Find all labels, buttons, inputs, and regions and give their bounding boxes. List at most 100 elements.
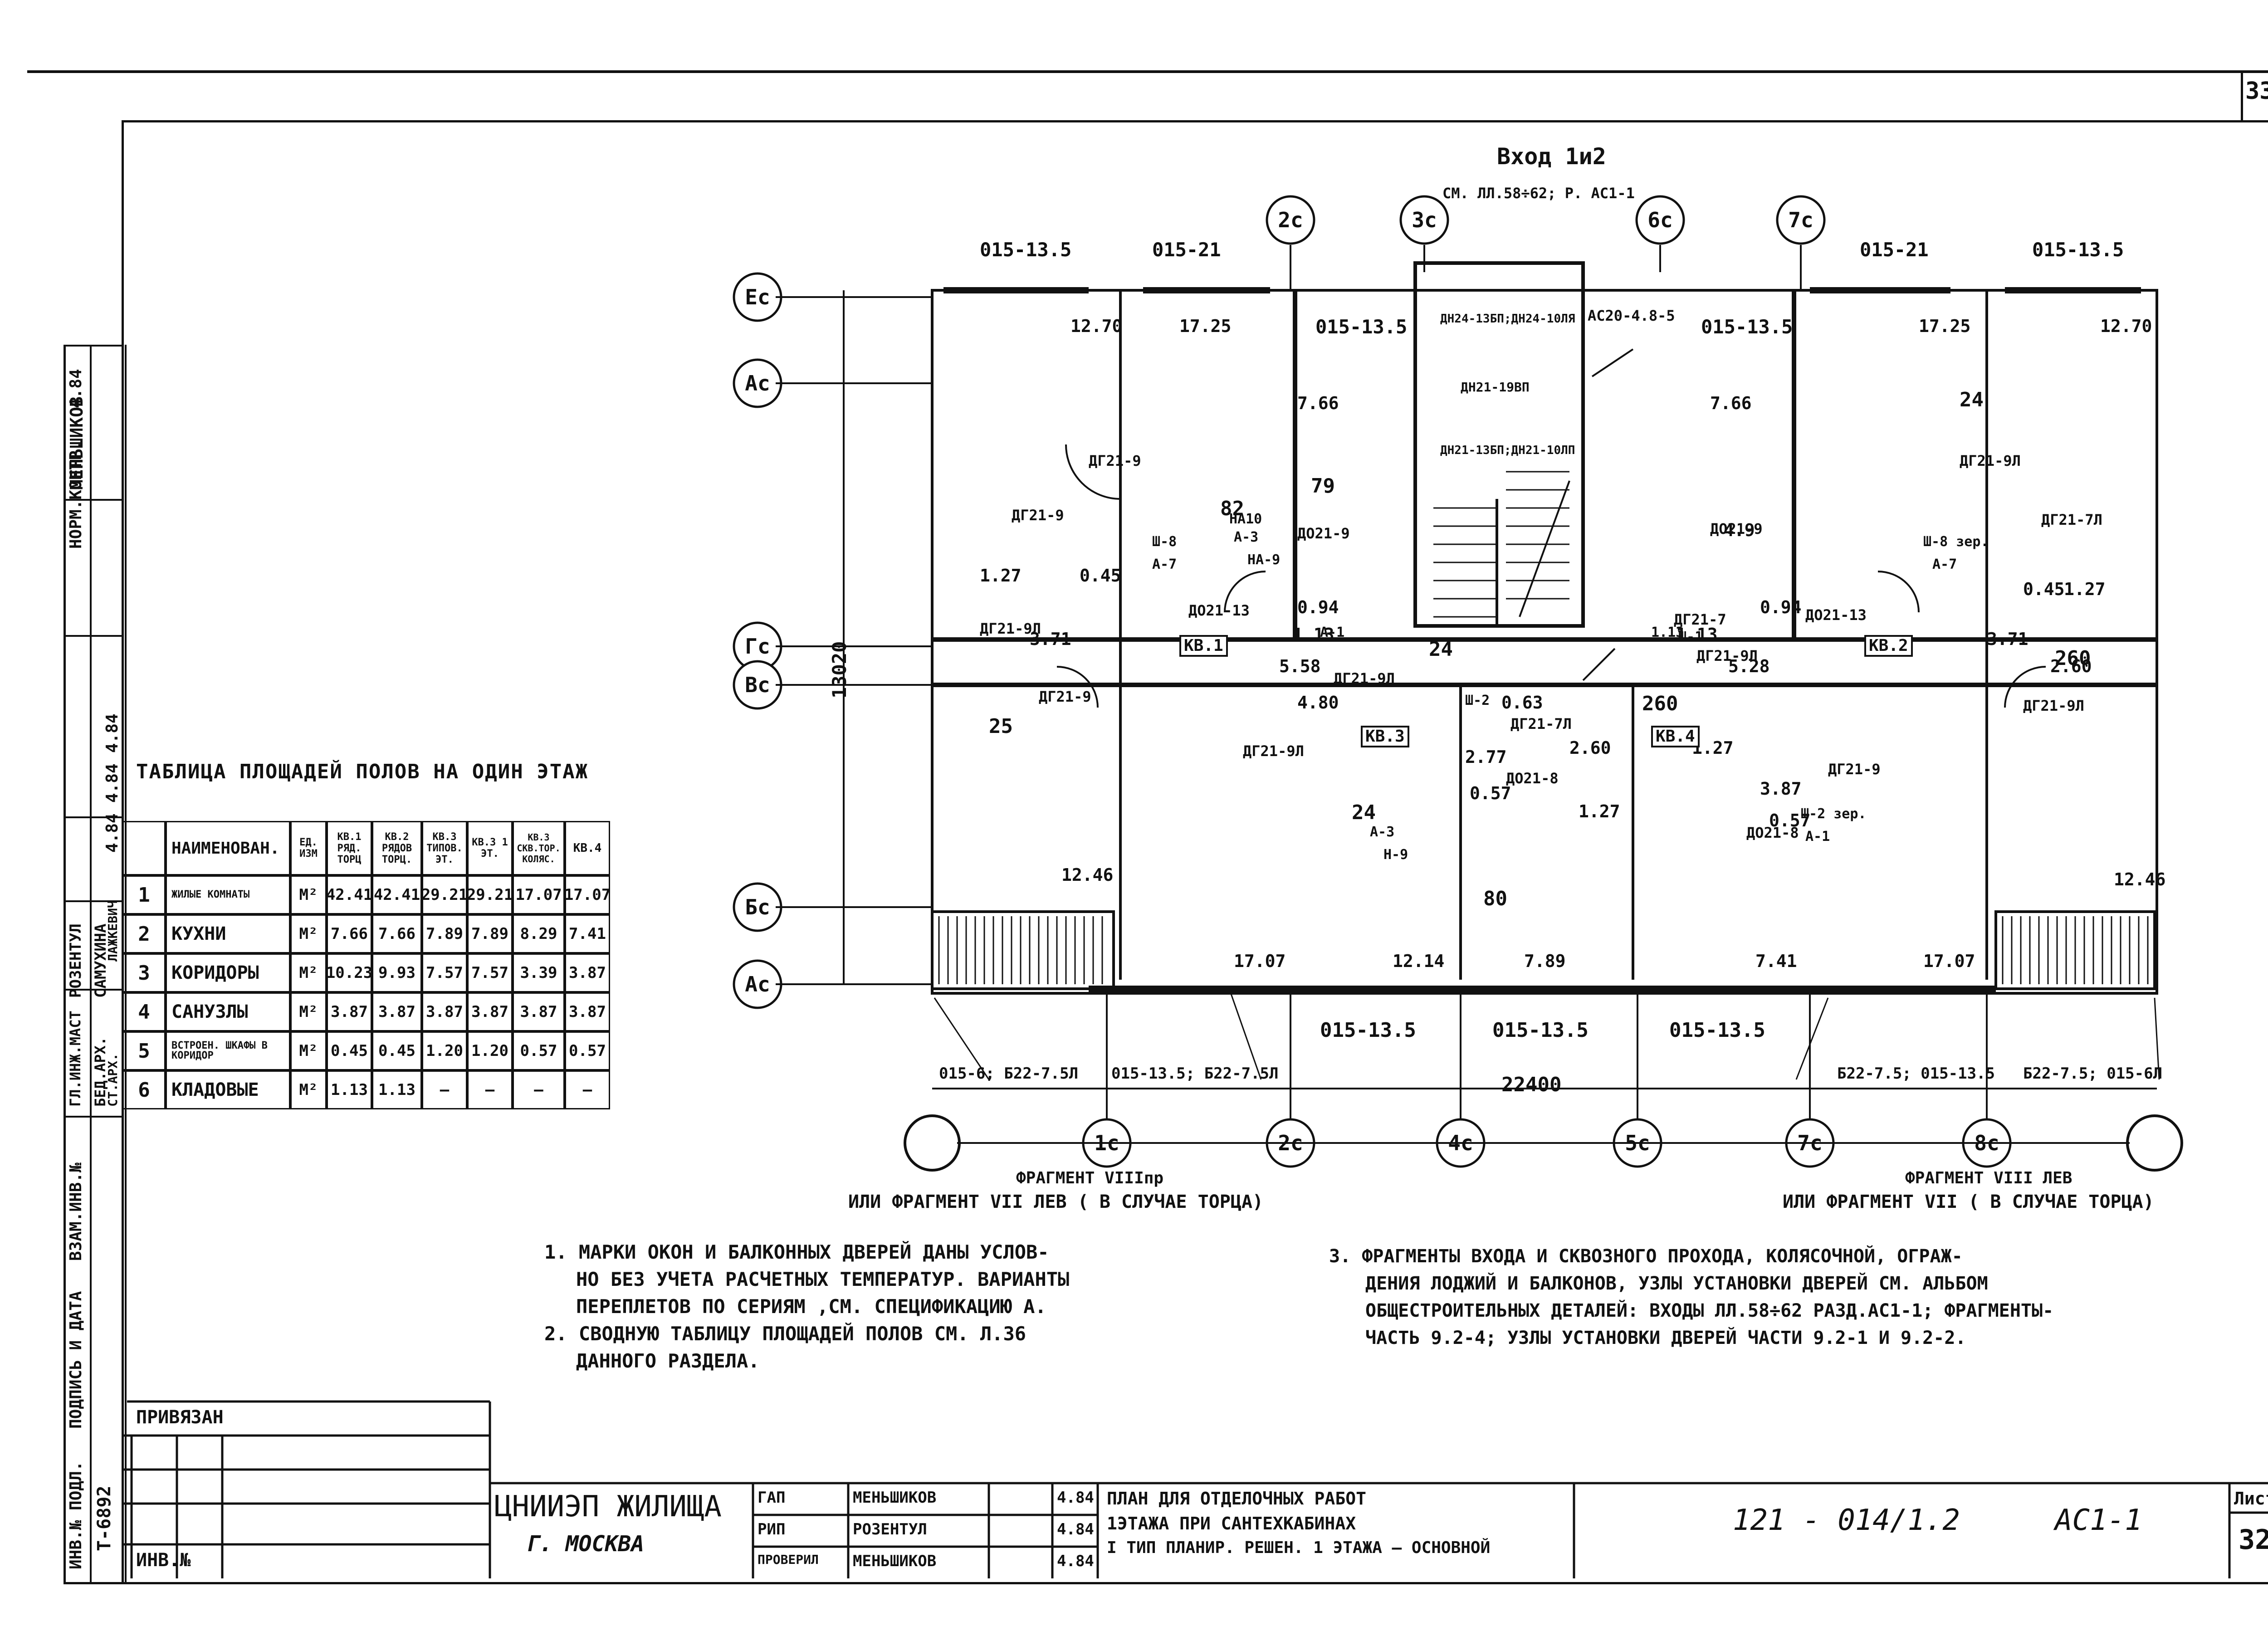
table-cell: М² bbox=[290, 992, 327, 1031]
org-name: ЦНИИЭП ЖИЛИЩА bbox=[494, 1490, 722, 1524]
table-cell: М² bbox=[290, 953, 327, 992]
room-area: 5.28 bbox=[1728, 656, 1770, 676]
room-area: 17.07 bbox=[1234, 951, 1286, 971]
table-cell: 1.13 bbox=[372, 1070, 422, 1109]
org-city: Г. МОСКВА bbox=[526, 1531, 645, 1557]
axis-bubble-label: 2с bbox=[1278, 208, 1303, 232]
door-mark: ДО21-8 bbox=[1746, 824, 1799, 841]
stair-door-2: ДН21-19ВП bbox=[1461, 380, 1530, 395]
small-mark: Ш-8 зер. bbox=[1923, 534, 1989, 550]
table-cell: 0.45 bbox=[327, 1031, 372, 1070]
axis-bubble bbox=[1266, 195, 1315, 245]
room-area: 0.94 bbox=[1760, 597, 1802, 617]
room-number: 25 bbox=[989, 715, 1013, 738]
th-num bbox=[122, 821, 166, 875]
room-area: 7.66 bbox=[1710, 393, 1752, 413]
page-number-box bbox=[2241, 73, 2268, 120]
door-mark: ДГ21-9 bbox=[1039, 688, 1091, 705]
room-area: 12.70 bbox=[1070, 316, 1123, 336]
small-mark: А-1 bbox=[1320, 625, 1345, 640]
dim-vertical: 13020 bbox=[828, 641, 850, 698]
small-mark: А-7 bbox=[1932, 557, 1957, 572]
th-unit: ЕД. ИЗМ bbox=[290, 821, 327, 875]
side-stamp-cols bbox=[64, 345, 122, 1118]
room-area: 3.87 bbox=[1760, 779, 1802, 799]
dim-horizontal: 22400 bbox=[1501, 1073, 1562, 1096]
small-mark: Ш-2 bbox=[1465, 693, 1490, 708]
small-mark: 1.13 bbox=[1651, 625, 1684, 640]
room-area: 1.13 bbox=[1293, 625, 1334, 645]
axis-corner-left bbox=[904, 1114, 961, 1172]
role-gap: ГАП bbox=[758, 1489, 786, 1507]
door-mark: ДГ21-9Л bbox=[1960, 452, 2021, 469]
table-cell: М² bbox=[290, 1031, 327, 1070]
axis-corner-right bbox=[2126, 1114, 2183, 1172]
table-cell: 2 bbox=[122, 914, 166, 953]
th-kv3b: КВ.3 1 ЭТ. bbox=[467, 821, 513, 875]
axis-bubble-label: Гс bbox=[745, 634, 770, 659]
table-cell: 42.41 bbox=[327, 875, 372, 914]
axis-bubble-label: Ес bbox=[745, 285, 770, 309]
note-1c: ПЕРЕПЛЕТОВ ПО СЕРИЯМ ,СМ. СПЕЦИФИКАЦИЮ А… bbox=[576, 1295, 1046, 1318]
door-mark: ДГ21-9Л bbox=[1334, 670, 1395, 687]
balcony-mark-4: Б22-7.5; 015-6Л bbox=[2023, 1065, 2163, 1083]
axis-bubble bbox=[1399, 195, 1449, 245]
table-cell: 10.23 bbox=[327, 953, 372, 992]
room-number: 24 bbox=[1352, 801, 1376, 824]
room-area: 2.60 bbox=[2050, 656, 2092, 676]
small-mark: НА-9 bbox=[1247, 552, 1281, 568]
room-area: 0.94 bbox=[1297, 597, 1339, 617]
room-area: 1.27 bbox=[1579, 801, 1620, 821]
small-mark: Ш-2 зер. bbox=[1801, 806, 1867, 822]
note-3c: ОБЩЕСТРОИТЕЛЬНЫХ ДЕТАЛЕЙ: ВХОДЫ ЛЛ.58÷62… bbox=[1365, 1300, 2054, 1321]
table-cell: 0.45 bbox=[372, 1031, 422, 1070]
table-cell: 1 bbox=[122, 875, 166, 914]
table-cell: 3.87 bbox=[372, 992, 422, 1031]
sheet-number: 32 bbox=[2239, 1524, 2268, 1556]
table-cell: М² bbox=[290, 914, 327, 953]
th-kv3a: КВ.3 ТИПОВ. ЭТ. bbox=[422, 821, 467, 875]
window-mark-bottom-1: 015-13.5 bbox=[1320, 1019, 1416, 1042]
door-mark: ДГ21-9Л bbox=[2023, 697, 2084, 714]
room-number: 79 bbox=[1311, 474, 1335, 498]
room-area: 0.45 bbox=[2023, 579, 2065, 599]
stair-door-3: ДН21-13БП;ДН21-10ЛП bbox=[1440, 444, 1575, 457]
table-cell: 17.07 bbox=[513, 875, 565, 914]
window-mark-top-1: 015-13.5 bbox=[980, 239, 1072, 261]
axis-bubble-label: Ас bbox=[745, 972, 770, 996]
table-cell: 1.13 bbox=[327, 1070, 372, 1109]
fragment-right-2: ИЛИ ФРАГМЕНТ VII ( В СЛУЧАЕ ТОРЦА) bbox=[1783, 1192, 2154, 1212]
axis-bubble bbox=[1635, 195, 1685, 245]
table-cell: 7.41 bbox=[565, 914, 610, 953]
door-mark: ДГ21-9 bbox=[1012, 507, 1064, 524]
room-area: 5.58 bbox=[1279, 656, 1321, 676]
area-table-title: ТАБЛИЦА ПЛОЩАДЕЙ ПОЛОВ НА ОДИН ЭТАЖ bbox=[136, 760, 589, 783]
table-cell: 7.66 bbox=[372, 914, 422, 953]
th-kv4: КВ.4 bbox=[565, 821, 610, 875]
table-cell: 3.39 bbox=[513, 953, 565, 992]
room-area: 7.41 bbox=[1755, 951, 1797, 971]
entrance-note: СМ. ЛЛ.58÷62; Р. АС1-1 bbox=[1442, 185, 1635, 202]
room-area: 4.9 bbox=[1724, 520, 1755, 540]
name-2: РОЗЕНТУЛ bbox=[853, 1520, 927, 1538]
frame-top bbox=[122, 120, 2268, 122]
stair-core bbox=[1413, 261, 1585, 628]
window-mark-top-5: 015-21 bbox=[1860, 239, 1929, 261]
note-3b: ДЕНИЯ ЛОДЖИЙ И БАЛКОНОВ, УЗЛЫ УСТАНОВКИ … bbox=[1365, 1273, 1988, 1294]
th-kv1: КВ.1 РЯД. ТОРЦ bbox=[327, 821, 372, 875]
door-mark: ДГ21-9 bbox=[1828, 761, 1881, 778]
table-cell: 17.07 bbox=[565, 875, 610, 914]
room-number: 80 bbox=[1483, 887, 1507, 910]
room-area: 3.71 bbox=[1987, 629, 2028, 649]
door-mark: ДГ21-9Л bbox=[1696, 647, 1758, 664]
table-cell: 5 bbox=[122, 1031, 166, 1070]
room-number: 260 bbox=[2055, 647, 2091, 670]
drawing-title-1: ПЛАН ДЛЯ ОТДЕЛОЧНЫХ РАБОТ bbox=[1107, 1489, 1366, 1509]
room-area: 17.25 bbox=[1179, 316, 1232, 336]
balcony-mark-1: 015-6; Б22-7.5Л bbox=[939, 1065, 1079, 1083]
door-mark: ДГ21-9 bbox=[1089, 452, 1141, 469]
table-cell: 7.66 bbox=[327, 914, 372, 953]
room-area: 7.66 bbox=[1297, 393, 1339, 413]
door-mark: ДО21-13 bbox=[1805, 606, 1867, 624]
